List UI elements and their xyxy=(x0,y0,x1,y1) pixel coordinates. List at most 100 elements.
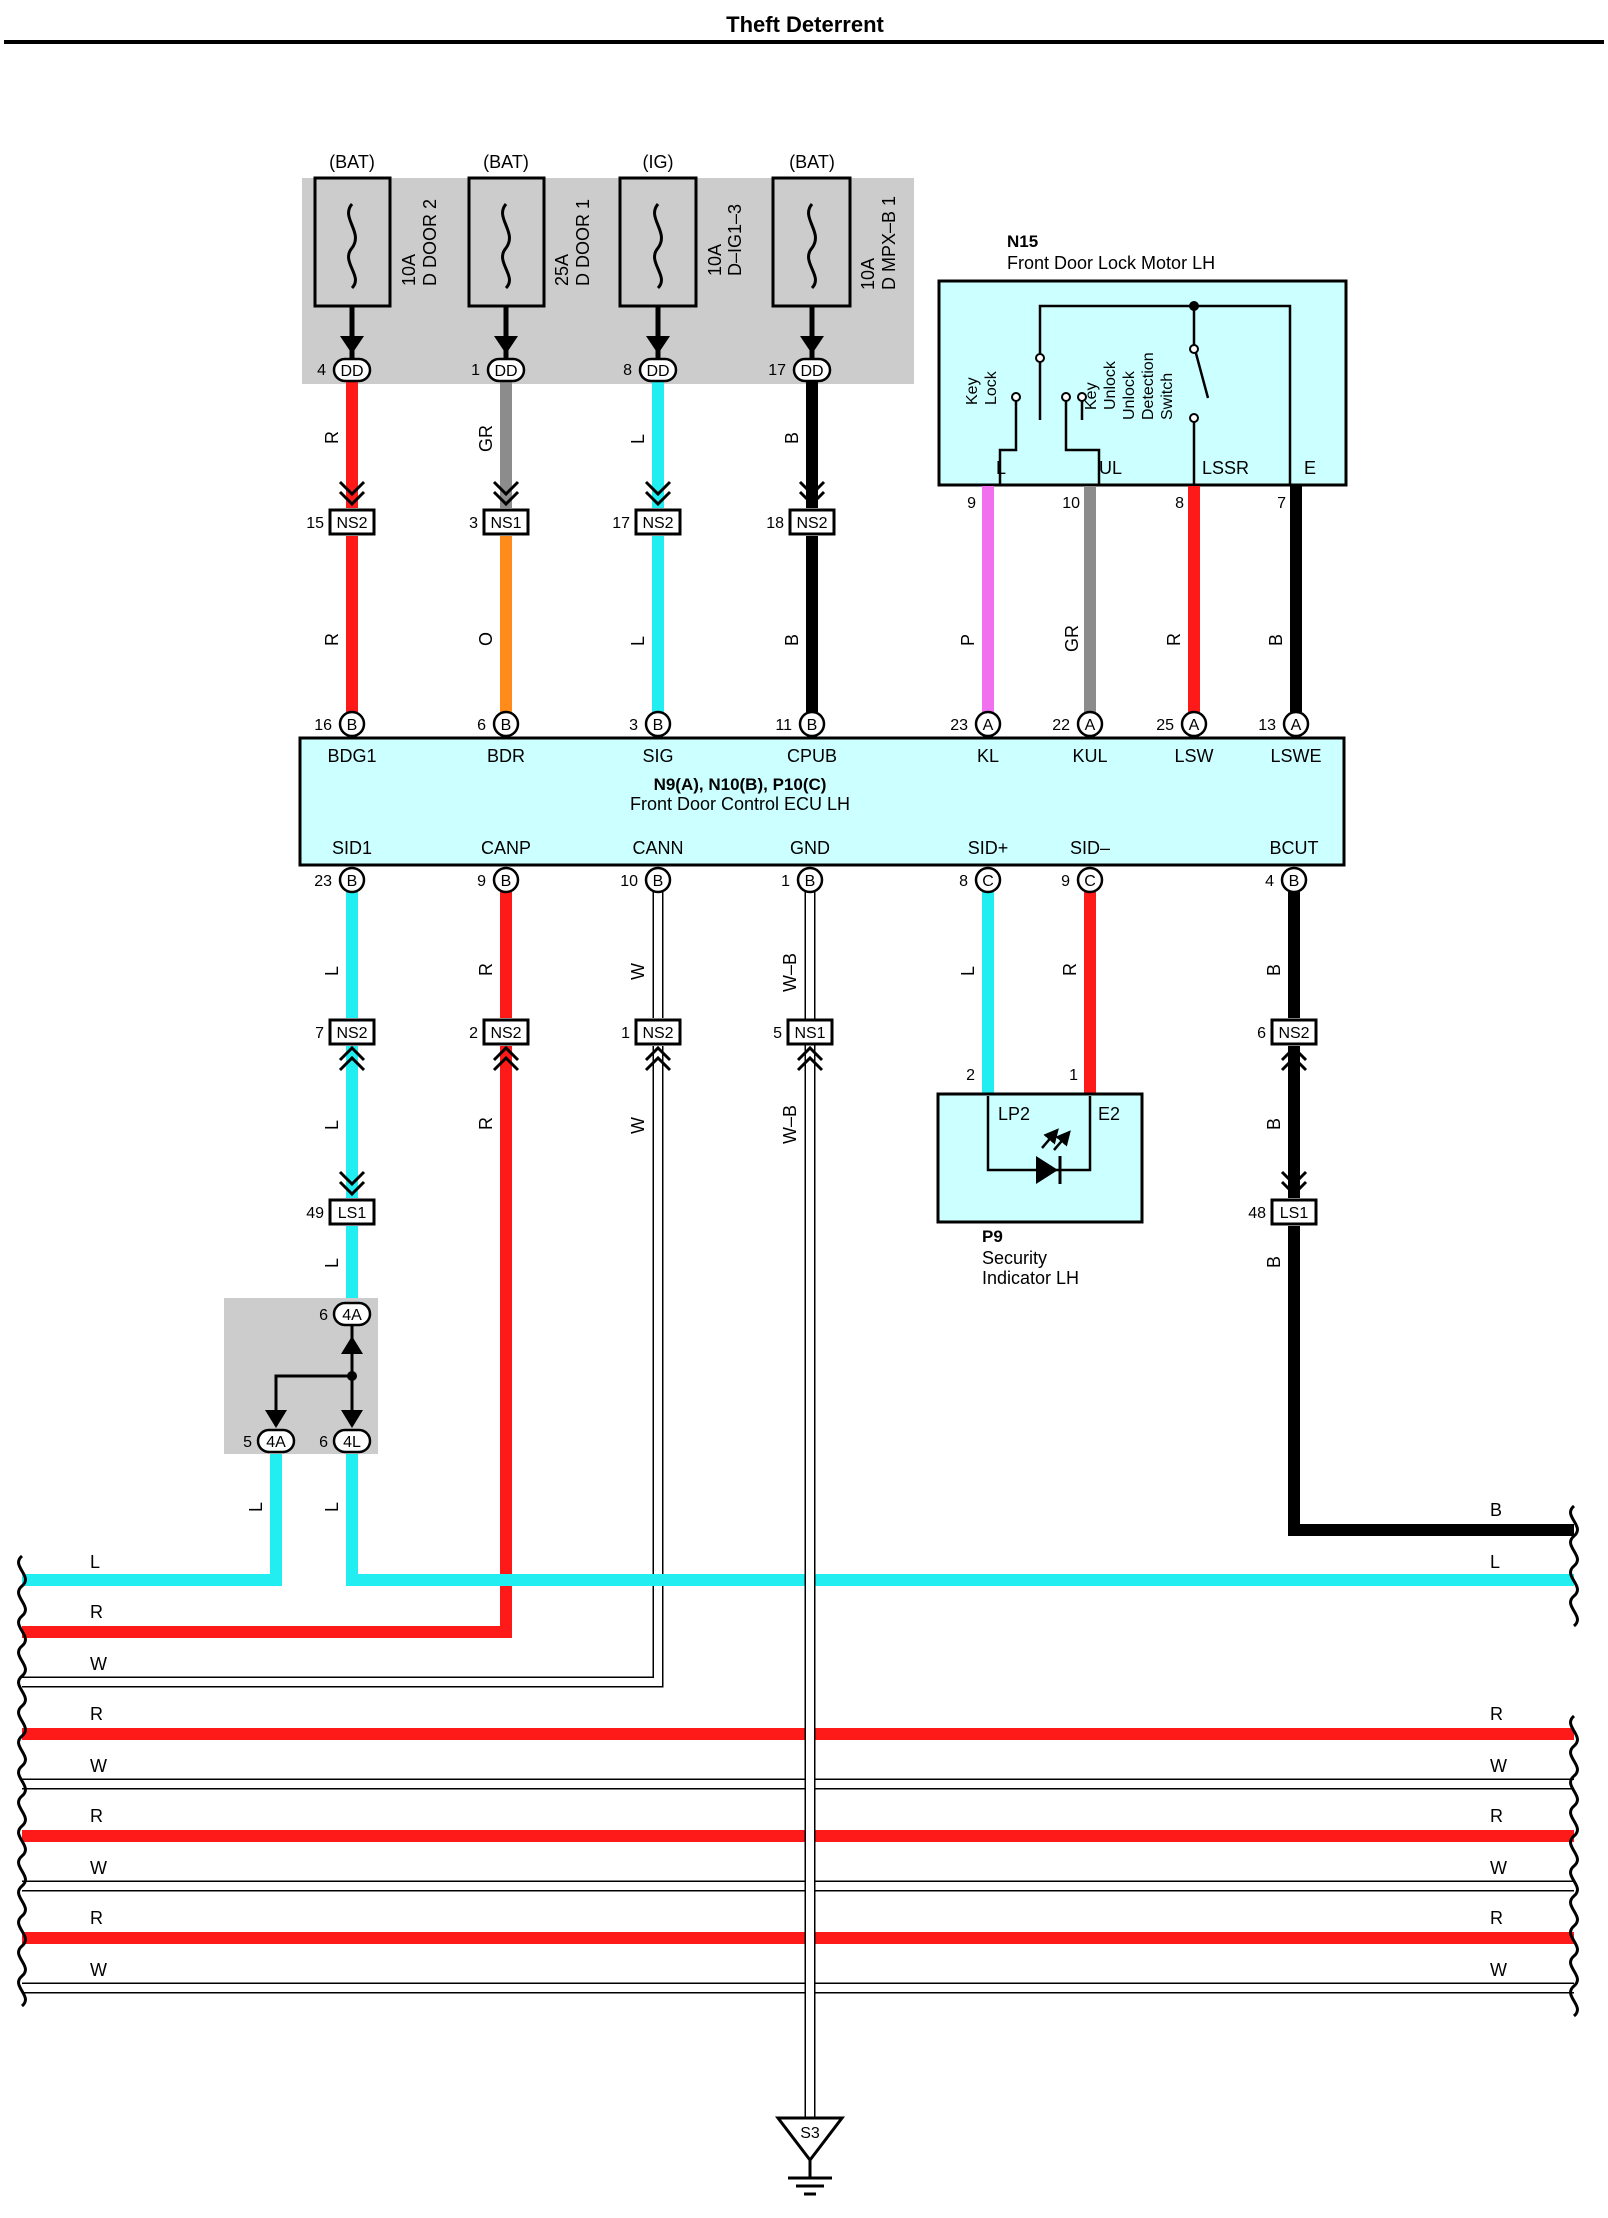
svg-text:B: B xyxy=(1264,1256,1284,1268)
motor-terminal-label: LSSR xyxy=(1202,458,1249,478)
svg-text:C: C xyxy=(982,873,994,890)
svg-text:Lock: Lock xyxy=(983,370,1000,405)
ls-connector-sid1: 49 LS1 xyxy=(306,1198,376,1226)
svg-text:L: L xyxy=(958,966,978,976)
svg-text:DD: DD xyxy=(340,363,363,380)
fuse-4-name: D MPX–B 1 xyxy=(879,196,899,290)
bus-label-left: W xyxy=(90,1654,107,1674)
ns-connector-top-2: 3 NS1 xyxy=(469,508,530,536)
ecu-pin-bcut: BCUT 4 B xyxy=(1265,838,1319,894)
svg-text:DD: DD xyxy=(494,363,517,380)
svg-text:4L: 4L xyxy=(343,1434,361,1451)
svg-text:LSWE: LSWE xyxy=(1270,746,1321,766)
wire-label: R xyxy=(322,633,342,646)
ecu-pin-kl: 23 A KL xyxy=(950,710,1002,766)
svg-text:B: B xyxy=(501,873,512,890)
svg-text:Unlock: Unlock xyxy=(1102,360,1119,410)
svg-text:A: A xyxy=(983,717,994,734)
wire-sid1-branch-right xyxy=(346,1454,1574,1586)
wire-label: L xyxy=(628,434,648,444)
svg-text:L: L xyxy=(322,1120,342,1130)
dd-connector-4: 17 DD xyxy=(768,357,832,383)
svg-text:5: 5 xyxy=(243,1434,252,1451)
svg-text:6: 6 xyxy=(1257,1025,1266,1042)
svg-text:1: 1 xyxy=(471,362,480,379)
svg-text:Unlock: Unlock xyxy=(1121,370,1138,420)
bus-label-right: R xyxy=(1490,1908,1503,1928)
indicator-name-line-1: Security xyxy=(982,1248,1047,1268)
svg-text:B: B xyxy=(347,873,358,890)
ecu-pin-lswe: 13 A LSWE xyxy=(1258,710,1322,766)
indicator-terminal-label: LP2 xyxy=(998,1104,1030,1124)
svg-text:B: B xyxy=(805,873,816,890)
svg-text:16: 16 xyxy=(314,717,332,734)
ns-connector-bcut: 6 NS2 xyxy=(1257,1018,1318,1046)
svg-text:SID–: SID– xyxy=(1070,838,1110,858)
svg-text:23: 23 xyxy=(950,717,968,734)
svg-text:Detection: Detection xyxy=(1140,352,1157,420)
svg-text:NS1: NS1 xyxy=(490,515,521,532)
fuse-3-source: (IG) xyxy=(643,152,674,172)
svg-text:23: 23 xyxy=(314,873,332,890)
wire-sid1-branch-left xyxy=(22,1454,282,1586)
fuse-3-rating: 10A xyxy=(705,244,725,276)
svg-text:B: B xyxy=(501,717,512,734)
svg-text:NS2: NS2 xyxy=(1278,1025,1309,1042)
svg-text:4A: 4A xyxy=(342,1307,362,1324)
ecu-top-pins: 16 B BDG1 6 B BDR 3 B SIG 11 B CPUB 23 A xyxy=(314,710,1322,766)
svg-text:L: L xyxy=(322,966,342,976)
fuse-1-name: D DOOR 2 xyxy=(420,199,440,286)
ns-connector-bottom-2: 2 NS2 xyxy=(469,1018,530,1046)
svg-text:R: R xyxy=(476,963,496,976)
ground-icon: S3 xyxy=(774,2116,846,2196)
svg-text:NS2: NS2 xyxy=(336,515,367,532)
bus-label-left: W xyxy=(90,1960,107,1980)
svg-text:Key: Key xyxy=(1083,382,1100,410)
bus-label-right: W xyxy=(1490,1960,1507,1980)
svg-text:C: C xyxy=(1084,873,1096,890)
security-indicator xyxy=(936,1092,1144,1224)
svg-text:B: B xyxy=(807,717,818,734)
svg-text:SID1: SID1 xyxy=(332,838,372,858)
dd-connector-3: 8 DD xyxy=(623,357,678,383)
svg-text:8: 8 xyxy=(959,873,968,890)
fuse-1-rating: 10A xyxy=(399,254,419,286)
ecu-pin-gnd: GND 1 B xyxy=(781,838,830,894)
svg-text:A: A xyxy=(1085,717,1096,734)
svg-text:R: R xyxy=(1060,963,1080,976)
fuse-3: (IG) 10A D–IG1–3 xyxy=(618,152,745,308)
bus-label-right: B xyxy=(1490,1500,1502,1520)
svg-text:49: 49 xyxy=(306,1205,324,1222)
svg-text:NS1: NS1 xyxy=(794,1025,825,1042)
junction-connector-4l: 6 4L xyxy=(319,1428,372,1454)
svg-text:NS2: NS2 xyxy=(490,1025,521,1042)
bus-label-right: R xyxy=(1490,1704,1503,1724)
svg-text:CANP: CANP xyxy=(481,838,531,858)
svg-text:17: 17 xyxy=(612,515,630,532)
svg-text:L: L xyxy=(322,1258,342,1268)
wire-label: GR xyxy=(476,425,496,452)
ecu-pin-bdg1: 16 B BDG1 xyxy=(314,710,377,766)
svg-text:W: W xyxy=(628,963,648,980)
bus-label-left: R xyxy=(90,1806,103,1826)
svg-text:A: A xyxy=(1291,717,1302,734)
ecu-pin-kul: 22 A KUL xyxy=(1052,710,1108,766)
ns-connector-top-4: 18 NS2 xyxy=(766,508,836,536)
svg-text:A: A xyxy=(1189,717,1200,734)
svg-text:BCUT: BCUT xyxy=(1270,838,1319,858)
wire-label: B xyxy=(782,634,802,646)
svg-text:LS1: LS1 xyxy=(338,1205,367,1222)
svg-text:2: 2 xyxy=(469,1025,478,1042)
fuse-1-source: (BAT) xyxy=(329,152,375,172)
fuse-1: (BAT) 10A D DOOR 2 xyxy=(313,152,440,308)
bus-label-right: W xyxy=(1490,1858,1507,1878)
svg-text:LS1: LS1 xyxy=(1280,1205,1309,1222)
svg-text:CANN: CANN xyxy=(632,838,683,858)
svg-text:5: 5 xyxy=(773,1025,782,1042)
svg-text:B: B xyxy=(653,873,664,890)
motor-terminal-label: L xyxy=(996,458,1006,478)
bus-break-right xyxy=(1569,1504,1579,2018)
svg-text:4: 4 xyxy=(317,362,326,379)
motor-name: Front Door Lock Motor LH xyxy=(1007,253,1215,273)
svg-text:1: 1 xyxy=(1069,1067,1078,1084)
